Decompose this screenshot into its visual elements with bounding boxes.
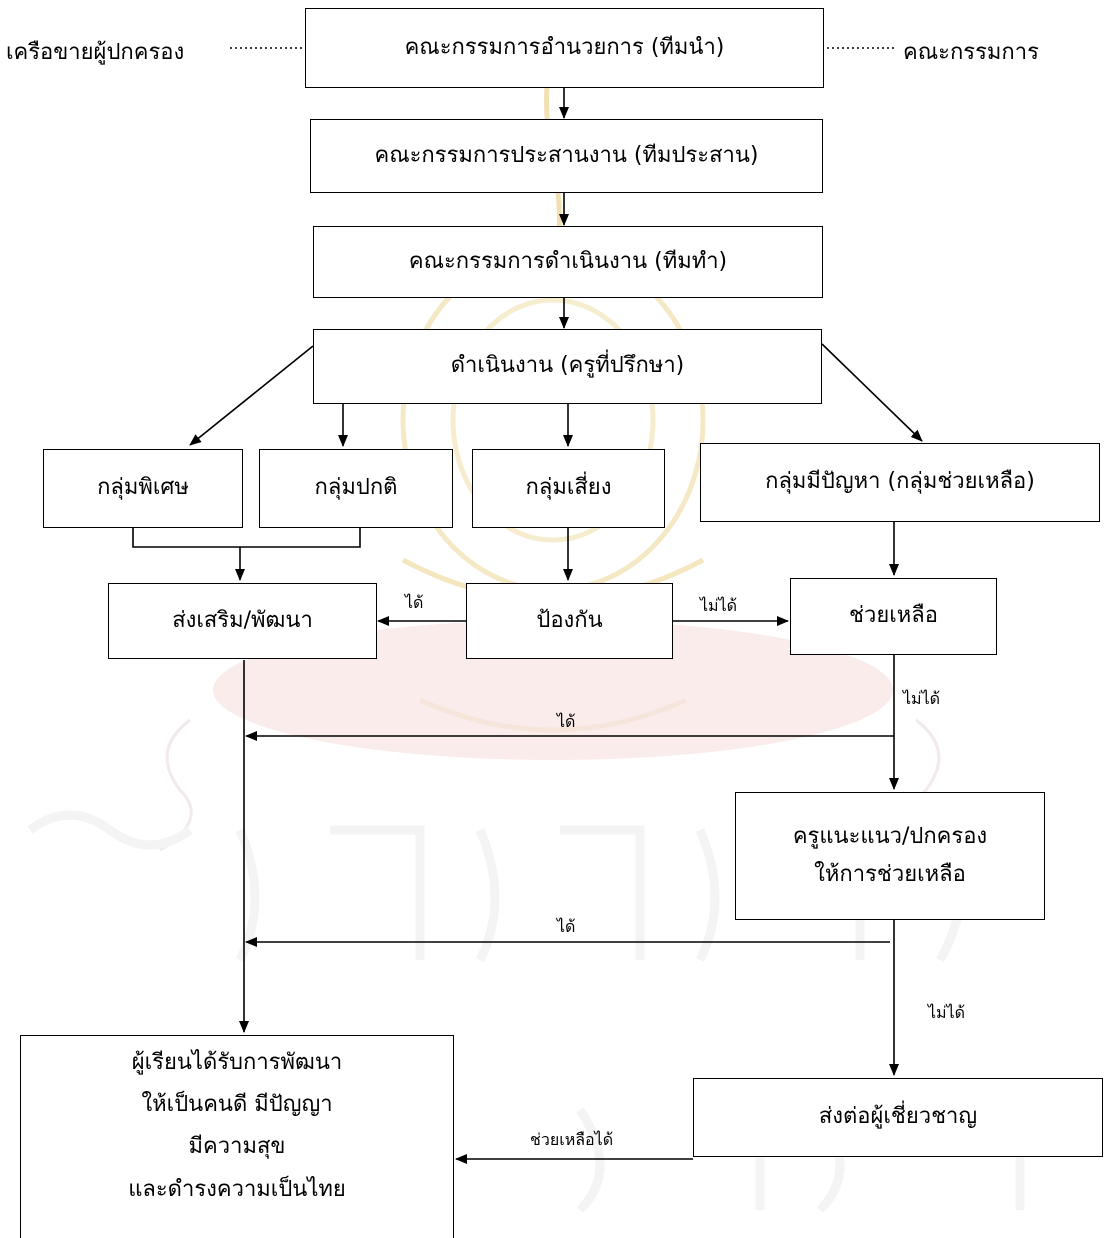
prevent-label: ป้องกัน bbox=[536, 607, 603, 633]
operating-committee-box: คณะกรรมการดำเนินงาน (ทีมทำ) bbox=[313, 226, 823, 298]
outcome-label-line-4: และดำรงความเป็นไทย bbox=[128, 1176, 346, 1202]
coordinating-committee-box: คณะกรรมการประสานงาน (ทีมประสาน) bbox=[310, 119, 823, 193]
counselor-label-line-1: ครูแนะแนว/ปกครอง bbox=[792, 823, 988, 849]
committee-side-label: คณะกรรมการ bbox=[903, 40, 1039, 65]
edge-label-counselor-success: ได้ bbox=[557, 917, 576, 936]
steering-committee-label: คณะกรรมการอำนวยการ (ทีมนำ) bbox=[404, 34, 725, 60]
operating-committee-label: คณะกรรมการดำเนินงาน (ทีมทำ) bbox=[408, 248, 728, 274]
edge-label-prevent-fail: ไม่ได้ bbox=[700, 596, 738, 615]
normal-group-label: กลุ่มปกติ bbox=[314, 475, 398, 501]
arrow-advisor-to-problem bbox=[821, 343, 923, 442]
parent-network-label: เครือขายผู้ปกครอง bbox=[6, 40, 185, 65]
coordinating-committee-label: คณะกรรมการประสานงาน (ทีมประสาน) bbox=[374, 142, 759, 168]
special-group-label: กลุ่มพิเศษ bbox=[97, 475, 189, 501]
promote-develop-box: ส่งเสริม/พัฒนา bbox=[108, 583, 377, 659]
risk-group-label: กลุ่มเสี่ยง bbox=[525, 475, 612, 501]
advisor-operation-label: ดำเนินงาน (ครูที่ปรึกษา) bbox=[450, 353, 685, 379]
normal-group-box: กลุ่มปกติ bbox=[259, 449, 453, 528]
arrow-advisor-to-special bbox=[189, 345, 314, 446]
refer-specialist-label: ส่งต่อผู้เชี่ยวชาญ bbox=[818, 1104, 978, 1130]
help-label: ช่วยเหลือ bbox=[849, 603, 938, 629]
steering-committee-box: คณะกรรมการอำนวยการ (ทีมนำ) bbox=[305, 8, 824, 88]
problem-group-box: กลุ่มมีปัญหา (กลุ่มช่วยเหลือ) bbox=[700, 443, 1100, 522]
special-group-box: กลุ่มพิเศษ bbox=[43, 449, 243, 528]
edge-label-prevent-success: ได้ bbox=[405, 593, 424, 612]
counselor-box: ครูแนะแนว/ปกครอง ให้การช่วยเหลือ bbox=[735, 792, 1045, 920]
edge-label-refer-success: ช่วยเหลือได้ bbox=[530, 1130, 614, 1149]
outcome-label-line-1: ผู้เรียนได้รับการพัฒนา bbox=[131, 1050, 343, 1075]
refer-specialist-box: ส่งต่อผู้เชี่ยวชาญ bbox=[693, 1078, 1103, 1157]
promote-develop-label: ส่งเสริม/พัฒนา bbox=[172, 607, 313, 633]
advisor-operation-box: ดำเนินงาน (ครูที่ปรึกษา) bbox=[313, 329, 822, 404]
prevent-box: ป้องกัน bbox=[466, 583, 673, 659]
outcome-box: ผู้เรียนได้รับการพัฒนา ให้เป็นคนดี มีปัญ… bbox=[20, 1035, 454, 1238]
outcome-label-line-2: ให้เป็นคนดี มีปัญญา bbox=[141, 1092, 333, 1118]
outcome-label-line-3: มีความสุข bbox=[188, 1134, 286, 1160]
help-box: ช่วยเหลือ bbox=[790, 578, 997, 655]
risk-group-box: กลุ่มเสี่ยง bbox=[472, 449, 665, 528]
edge-label-help-success: ได้ bbox=[557, 712, 576, 731]
bracket-special-normal bbox=[132, 528, 361, 548]
edge-label-help-fail: ไม่ได้ bbox=[903, 689, 941, 708]
edge-label-counselor-fail: ไม่ได้ bbox=[928, 1003, 966, 1022]
problem-group-label: กลุ่มมีปัญหา (กลุ่มช่วยเหลือ) bbox=[765, 469, 1035, 495]
counselor-label-line-2: ให้การช่วยเหลือ bbox=[814, 862, 966, 887]
